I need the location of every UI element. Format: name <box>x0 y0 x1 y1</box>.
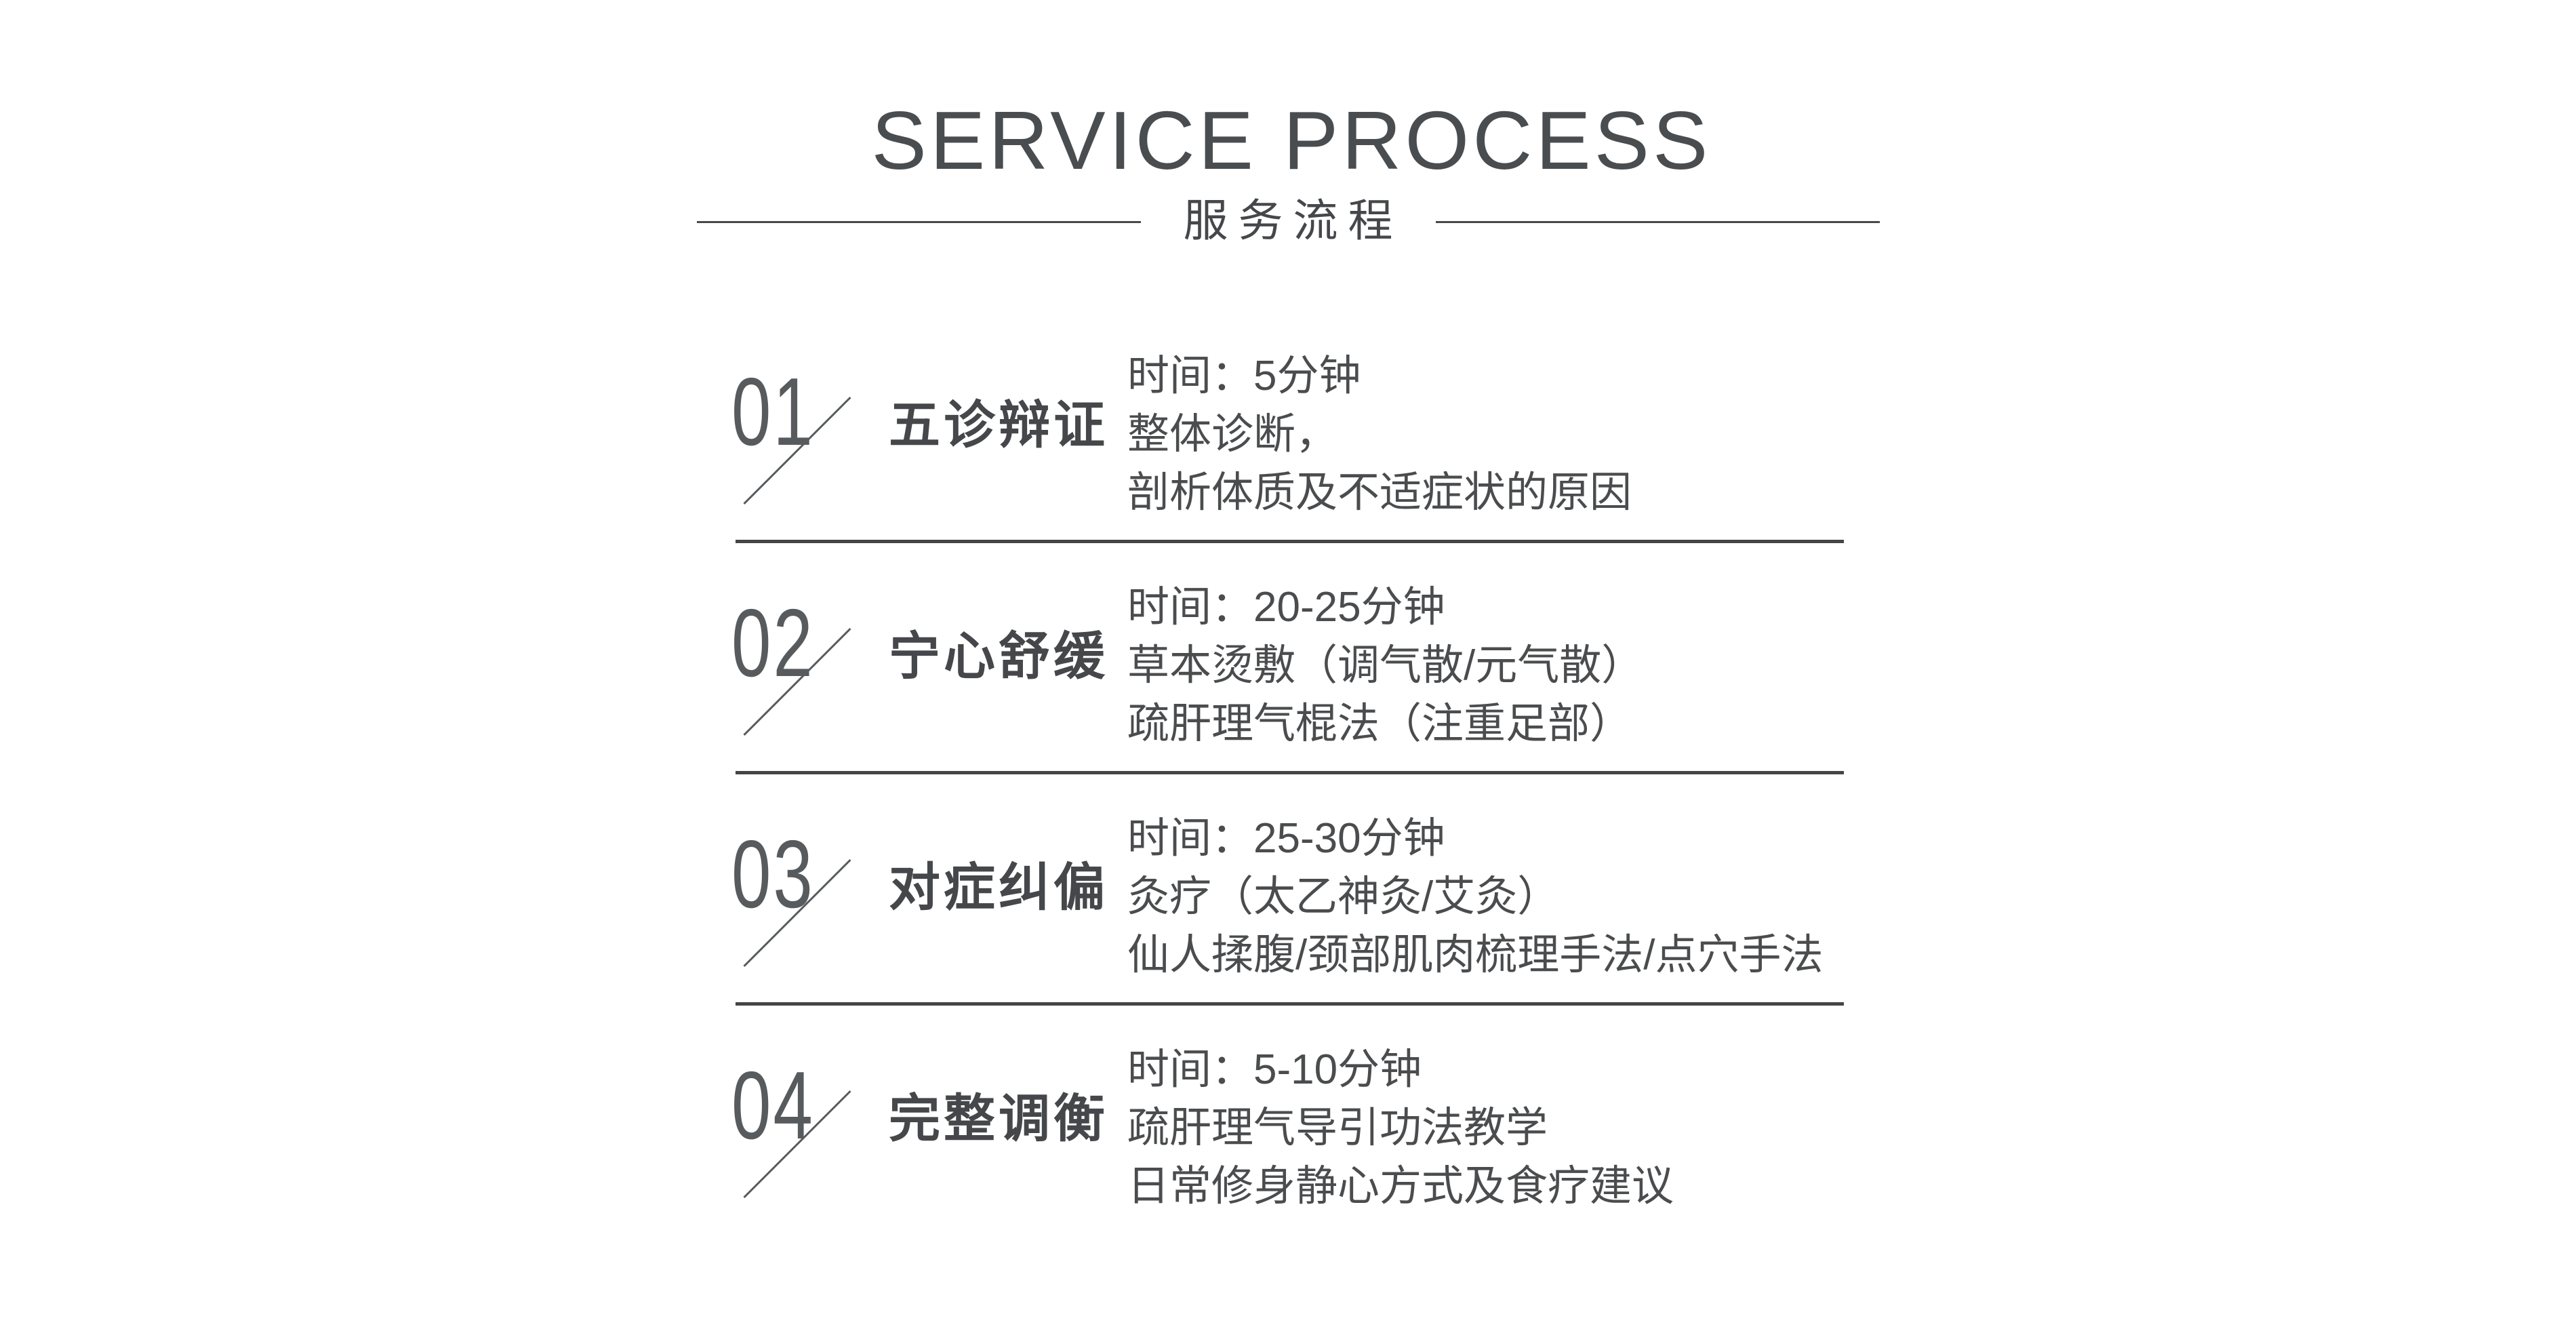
page-subtitle: 服务流程 <box>1183 197 1403 246</box>
process-list: 01 五诊辩证 时间：5分钟 整体诊断， 剖析体质及不适症状的原因 02 宁心舒… <box>731 312 1881 1237</box>
subtitle-right-rule <box>1435 220 1880 223</box>
step-desc-line: 时间：5分钟 <box>1127 353 1361 399</box>
step-desc-line: 疏肝理气导引功法教学 <box>1127 1105 1548 1151</box>
step-title: 对症纠偏 <box>889 859 1108 917</box>
row-divider <box>736 540 1844 543</box>
process-step-4: 04 完整调衡 时间：5-10分钟 疏肝理气导引功法教学 日常修身静心方式及食疗… <box>731 1006 1881 1237</box>
step-desc-line: 整体诊断， <box>1127 411 1338 458</box>
step-desc-line: 日常修身静心方式及食疗建议 <box>1127 1163 1674 1210</box>
subtitle-group: 服务流程 <box>0 199 2576 244</box>
step-number: 02 <box>731 589 815 697</box>
step-number: 01 <box>731 358 815 466</box>
step-desc-line: 仙人揉腹/颈部肌肉梳理手法/点穴手法 <box>1127 932 1824 978</box>
step-desc-line: 草本烫敷（调气散/元气散） <box>1127 642 1644 689</box>
subtitle-left-rule <box>696 220 1141 223</box>
page-title: SERVICE PROCESS <box>871 94 1712 186</box>
step-desc-line: 疏肝理气棍法（注重足部） <box>1127 700 1632 747</box>
row-divider <box>736 771 1844 774</box>
step-description: 时间：25-30分钟 灸疗（太乙神灸/艾灸） 仙人揉腹/颈部肌肉梳理手法/点穴手… <box>1127 810 1823 985</box>
process-step-3: 03 对症纠偏 时间：25-30分钟 灸疗（太乙神灸/艾灸） 仙人揉腹/颈部肌肉… <box>731 774 1881 1006</box>
step-title: 五诊辩证 <box>889 397 1108 454</box>
step-desc-line: 剖析体质及不适症状的原因 <box>1127 469 1632 516</box>
step-title: 宁心舒缓 <box>889 628 1108 686</box>
step-description: 时间：5分钟 整体诊断， 剖析体质及不适症状的原因 <box>1127 347 1632 522</box>
step-desc-line: 时间：25-30分钟 <box>1127 815 1445 862</box>
step-description: 时间：20-25分钟 草本烫敷（调气散/元气散） 疏肝理气棍法（注重足部） <box>1127 578 1643 753</box>
row-divider <box>736 1002 1844 1006</box>
step-number: 04 <box>731 1052 815 1160</box>
step-description: 时间：5-10分钟 疏肝理气导引功法教学 日常修身静心方式及食疗建议 <box>1127 1041 1674 1216</box>
step-number: 03 <box>731 820 815 928</box>
process-step-2: 02 宁心舒缓 时间：20-25分钟 草本烫敷（调气散/元气散） 疏肝理气棍法（… <box>731 543 1881 774</box>
step-desc-line: 时间：5-10分钟 <box>1127 1046 1422 1093</box>
step-title: 完整调衡 <box>889 1090 1108 1148</box>
step-desc-line: 灸疗（太乙神灸/艾灸） <box>1127 873 1560 920</box>
step-desc-line: 时间：20-25分钟 <box>1127 584 1445 631</box>
process-step-1: 01 五诊辩证 时间：5分钟 整体诊断， 剖析体质及不适症状的原因 <box>731 312 1881 543</box>
